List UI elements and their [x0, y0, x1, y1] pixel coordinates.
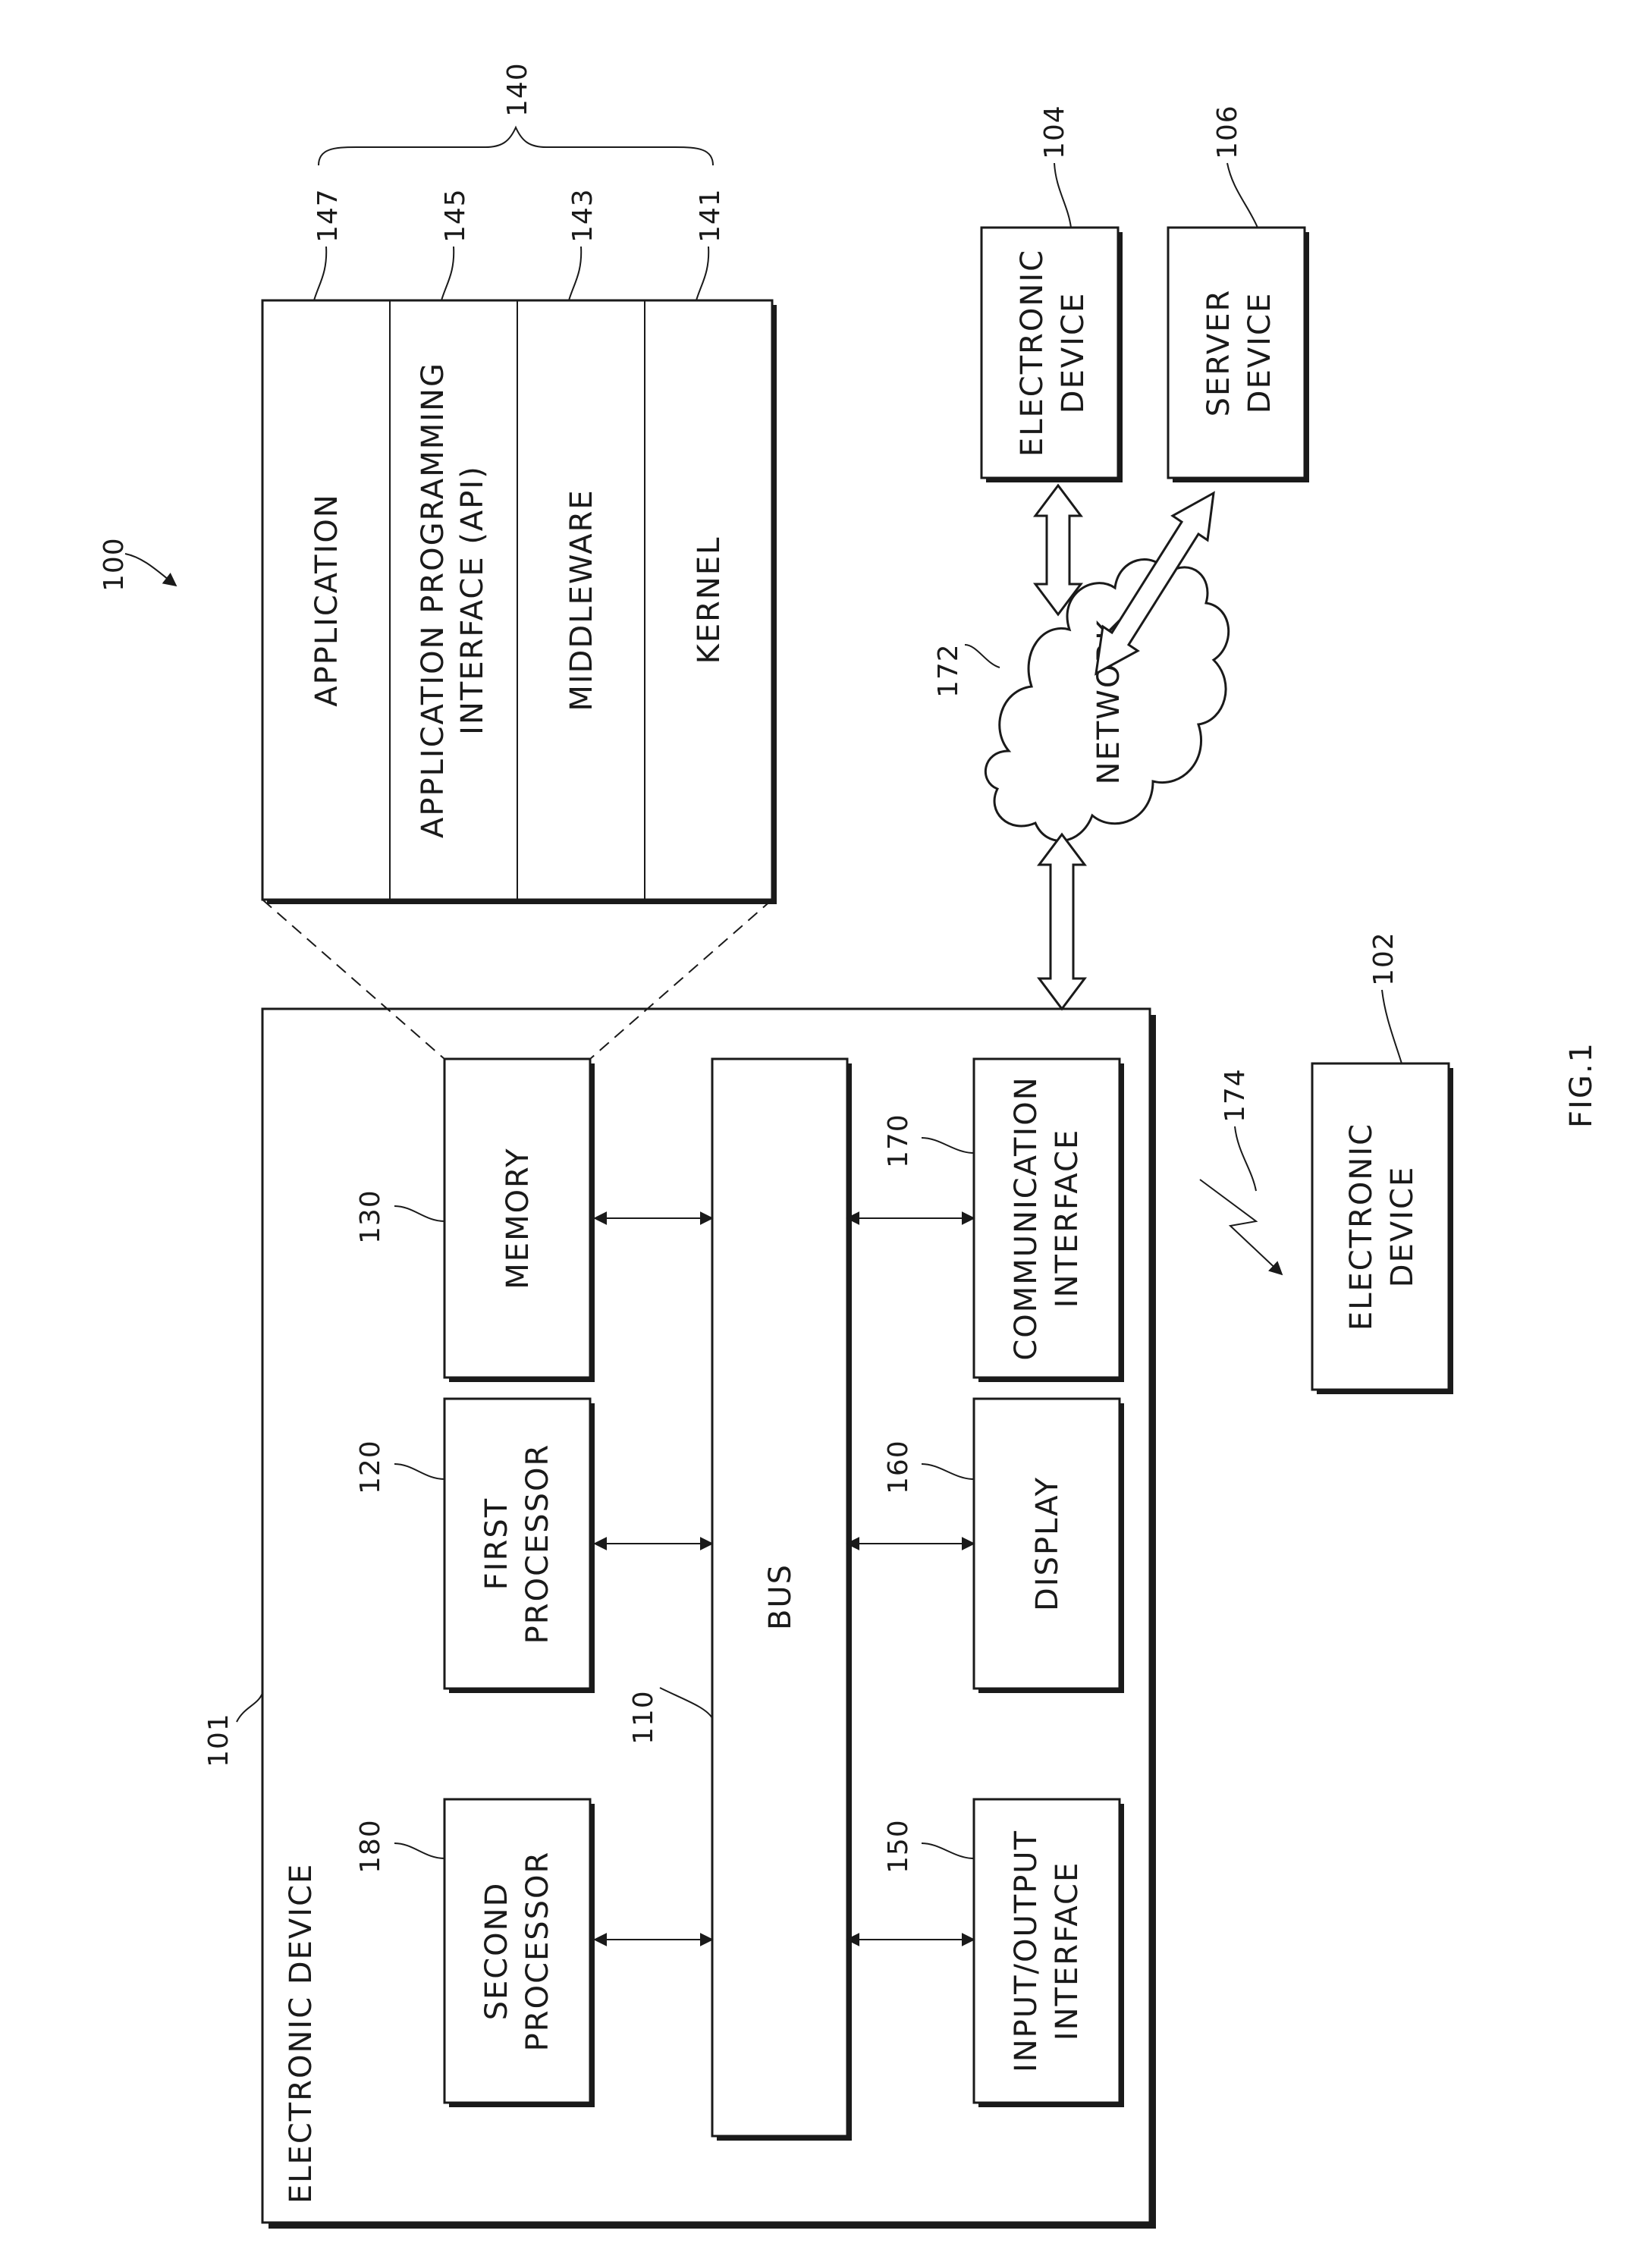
ref-170: 170 — [883, 1114, 914, 1168]
api-line1: APPLICATION PROGRAMMING — [416, 362, 451, 838]
ref-130: 130 — [355, 1189, 386, 1244]
display-box: DISPLAY — [974, 1399, 1124, 1693]
ref-143: 143 — [567, 188, 598, 243]
electronic-device-104-line2: DEVICE — [1056, 292, 1091, 413]
leader-172 — [965, 645, 1000, 668]
server-device-line1: SERVER — [1201, 289, 1236, 417]
leader-104 — [1054, 163, 1071, 228]
program-brace — [319, 127, 713, 165]
application-label: APPLICATION — [309, 493, 344, 707]
network-cloud: NETWORK — [985, 560, 1228, 841]
memory-box: MEMORY — [444, 1059, 595, 1382]
ref-180: 180 — [355, 1819, 386, 1874]
server-device-box: SERVER DEVICE — [1168, 228, 1309, 482]
ref-104: 104 — [1039, 105, 1070, 159]
ref-147: 147 — [312, 188, 344, 243]
ref-100: 100 — [99, 537, 130, 592]
electronic-device-104-line1: ELECTRONIC — [1015, 249, 1050, 457]
ref-120: 120 — [355, 1440, 386, 1494]
second-processor-line1: SECOND — [479, 1882, 514, 2021]
first-processor-line2: PROCESSOR — [520, 1444, 555, 1645]
second-processor-line2: PROCESSOR — [520, 1851, 555, 2052]
ref-106: 106 — [1212, 105, 1243, 159]
ref-145: 145 — [440, 188, 471, 243]
ref-110: 110 — [628, 1690, 659, 1745]
figure-label: FIG.1 — [1564, 1041, 1599, 1128]
leader-100 — [125, 554, 176, 586]
server-device-line2: DEVICE — [1242, 292, 1277, 413]
ref-101: 101 — [203, 1713, 234, 1767]
electronic-device-102-box: ELECTRONIC DEVICE — [1312, 1063, 1453, 1394]
wireless-link-174 — [1200, 1180, 1282, 1274]
leader-101 — [237, 1693, 262, 1722]
ref-102: 102 — [1368, 931, 1399, 986]
ref-160: 160 — [883, 1440, 914, 1494]
comm-interface-line2: INTERFACE — [1050, 1129, 1085, 1308]
api-line2: INTERFACE (API) — [455, 465, 490, 735]
leader-143 — [569, 247, 581, 300]
ref-140: 140 — [502, 62, 533, 117]
comm-interface-line1: COMMUNICATION — [1009, 1076, 1044, 1360]
bus-box: BUS — [712, 1059, 852, 2141]
first-processor-box: FIRST PROCESSOR — [444, 1399, 595, 1693]
leader-174 — [1235, 1126, 1256, 1191]
first-processor-line1: FIRST — [479, 1497, 514, 1590]
electronic-device-104-box: ELECTRONIC DEVICE — [981, 228, 1123, 482]
bus-label: BUS — [763, 1563, 798, 1630]
leader-145 — [441, 247, 454, 300]
leader-147 — [314, 247, 326, 300]
leader-102 — [1382, 990, 1402, 1063]
comm-interface-box: COMMUNICATION INTERFACE — [974, 1059, 1124, 1382]
memory-label: MEMORY — [501, 1147, 535, 1289]
kernel-label: KERNEL — [692, 536, 727, 664]
network-comm-arrow — [1039, 834, 1085, 1009]
io-interface-line1: INPUT/OUTPUT — [1009, 1830, 1044, 2072]
leader-141 — [696, 247, 708, 300]
program-stack: APPLICATION APPLICATION PROGRAMMING INTE… — [262, 300, 777, 904]
ref-172: 172 — [933, 643, 964, 698]
io-interface-line2: INTERFACE — [1050, 1861, 1085, 2040]
io-interface-box: INPUT/OUTPUT INTERFACE — [974, 1799, 1124, 2107]
second-processor-box: SECOND PROCESSOR — [444, 1799, 595, 2107]
ref-150: 150 — [883, 1819, 914, 1874]
ref-174: 174 — [1220, 1068, 1251, 1123]
middleware-label: MIDDLEWARE — [564, 488, 599, 711]
ref-141: 141 — [695, 188, 726, 243]
electronic-device-label: ELECTRONIC DEVICE — [284, 1863, 319, 2204]
network-device104-arrow — [1035, 485, 1081, 614]
leader-106 — [1227, 163, 1258, 228]
electronic-device-102-line2: DEVICE — [1385, 1166, 1420, 1287]
electronic-device-102-line1: ELECTRONIC — [1344, 1123, 1379, 1330]
display-label: DISPLAY — [1030, 1476, 1065, 1611]
